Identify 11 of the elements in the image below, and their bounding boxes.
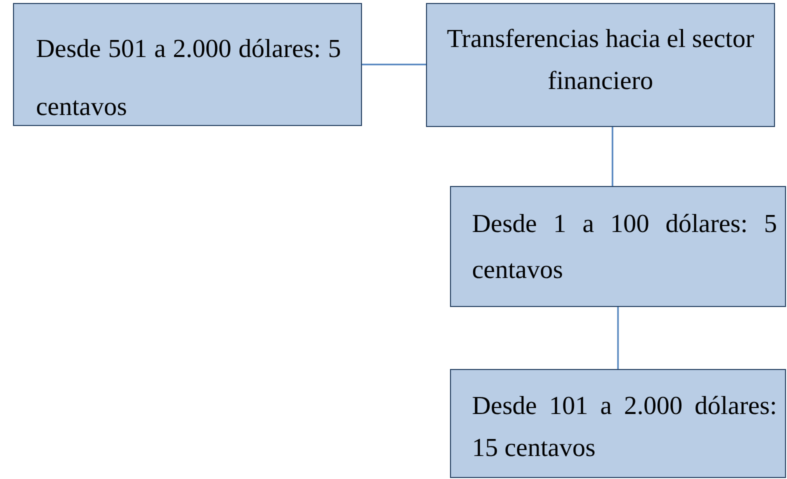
text-box — [13, 3, 362, 126]
box-text: Transferencias hacia el sector financiero — [446, 23, 756, 97]
text-box — [426, 3, 775, 127]
text-box — [450, 186, 786, 307]
connector-line — [617, 307, 619, 369]
connector-line — [612, 127, 614, 186]
connector-line — [362, 64, 426, 66]
box-text: Desde 101 a 2.000 dólares: 15 centavos — [472, 390, 777, 464]
text-box — [450, 369, 786, 478]
box-text: Desde 1 a 100 dólares: 5 centavos — [472, 208, 777, 286]
box-text: Desde 501 a 2.000 dólares: 5 centavos — [36, 33, 341, 123]
